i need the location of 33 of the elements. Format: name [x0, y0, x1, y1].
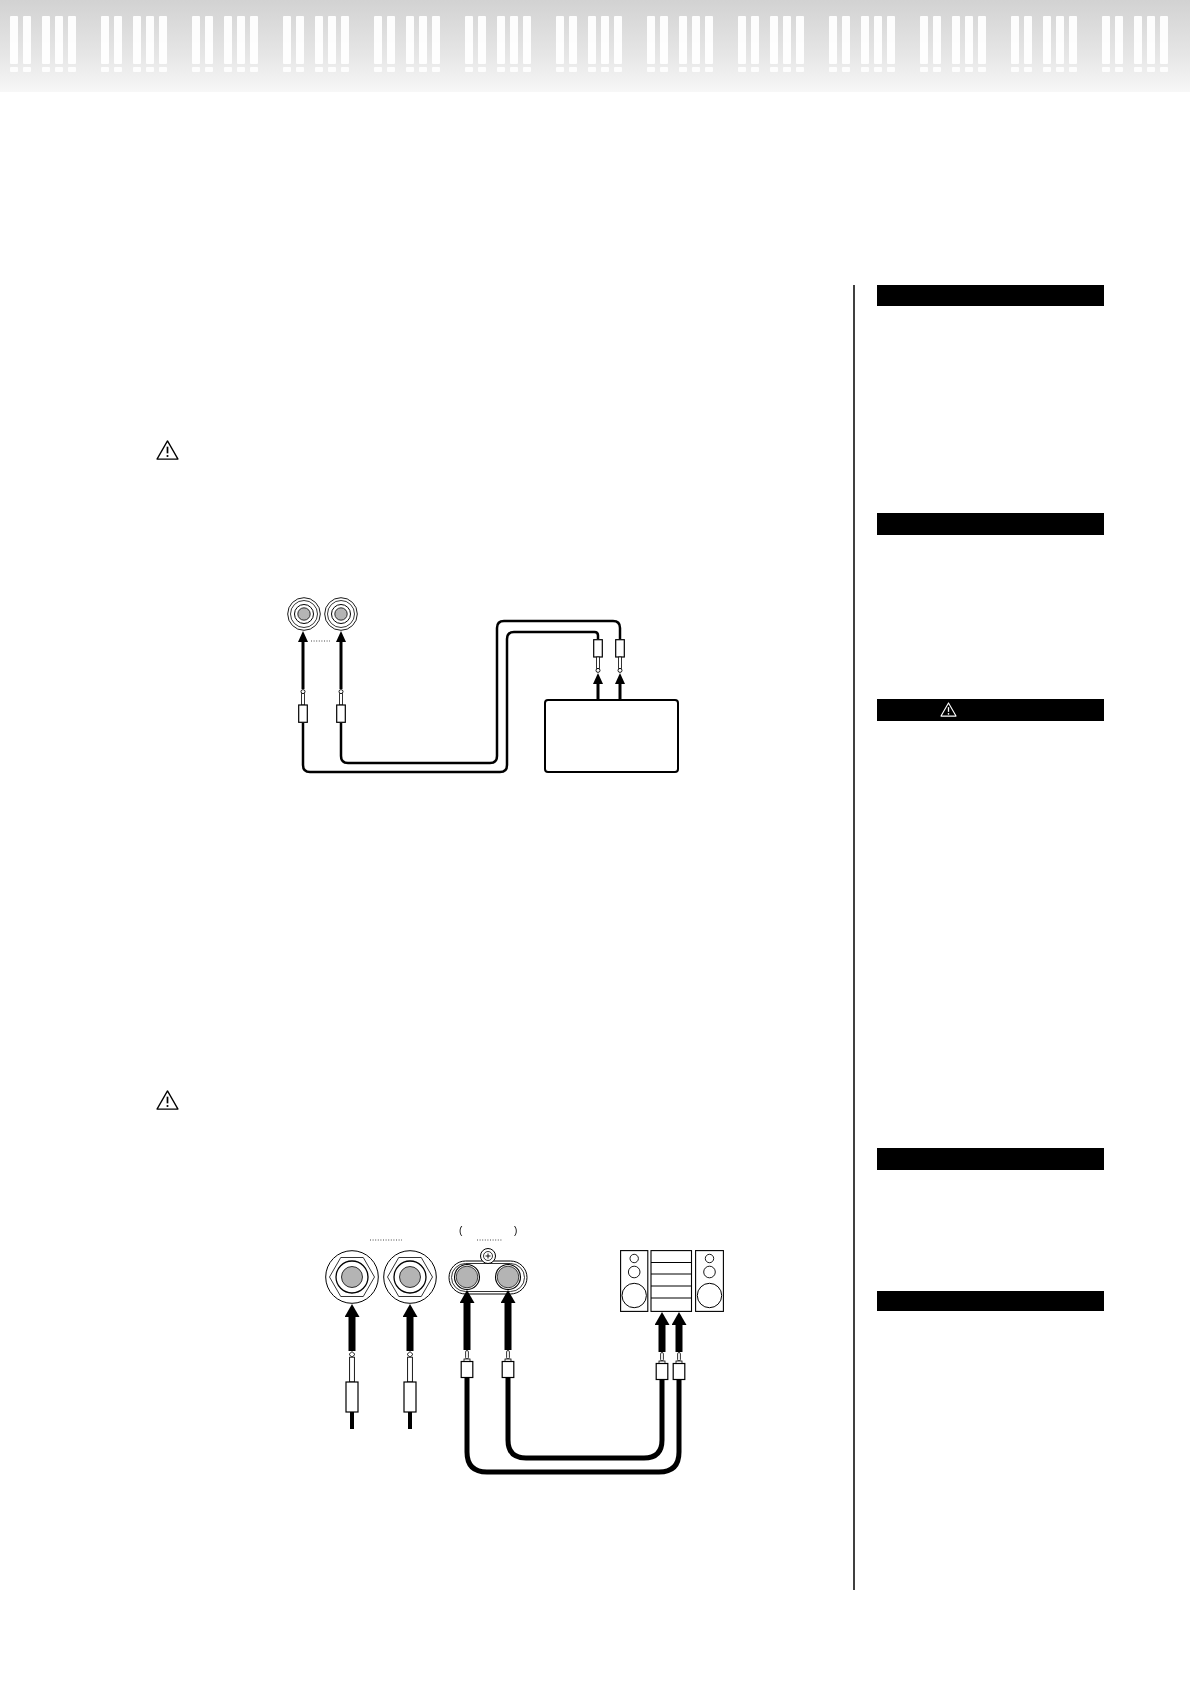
- parenthesis: ): [514, 1225, 518, 1237]
- rca-plug: [501, 1350, 515, 1378]
- heading-bar: [877, 1148, 1104, 1170]
- phone-plug: [336, 689, 346, 723]
- cable: [505, 1378, 665, 1461]
- phone-plug: [615, 639, 625, 673]
- device-box: [544, 699, 679, 773]
- stereo-system: [620, 1250, 724, 1312]
- phone-plug: [593, 639, 603, 673]
- arrow: [336, 632, 346, 689]
- rca-jack: [495, 1264, 521, 1290]
- phone-plug: [298, 689, 308, 723]
- jack-socket: [383, 1250, 437, 1304]
- jack-socket: [325, 1250, 379, 1304]
- rca-plug: [672, 1352, 686, 1380]
- cable: [339, 619, 622, 765]
- jack-socket: [287, 597, 321, 631]
- rca-plug: [655, 1352, 669, 1380]
- heading-bar: [877, 513, 1104, 535]
- cable: [464, 1378, 682, 1475]
- parenthesis: (: [459, 1225, 463, 1237]
- heading-bar: [877, 285, 1104, 306]
- phone-plug: [403, 1351, 417, 1429]
- arrow: [593, 674, 603, 699]
- heading-bar: [877, 1291, 1104, 1311]
- arrow: [615, 674, 625, 699]
- phone-plug: [345, 1351, 359, 1429]
- rca-jack: [454, 1264, 480, 1290]
- rca-plug: [460, 1350, 474, 1378]
- jack-socket: [324, 597, 358, 631]
- heading-bar: [877, 699, 1104, 721]
- arrow: [298, 632, 308, 689]
- cable: [301, 630, 600, 774]
